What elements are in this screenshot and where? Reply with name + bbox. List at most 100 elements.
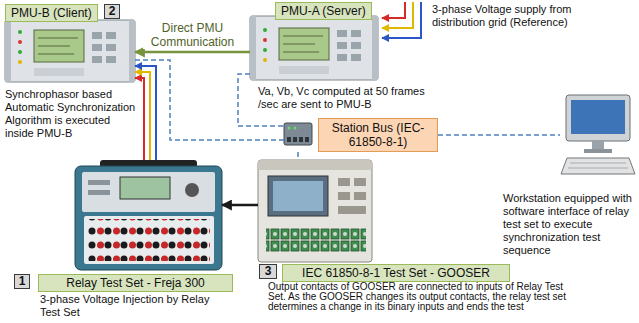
- pmu-b-device: [92, 32, 102, 39]
- communication-arrow: [135, 52, 250, 53]
- supply-wires: [382, 2, 421, 38]
- computer-icon: [584, 149, 612, 153]
- pmu-b-device: [106, 32, 116, 39]
- gooser-device: [258, 160, 372, 170]
- bus-label: Station Bus (IEC-61850-8-1): [318, 118, 438, 152]
- relay-test-set: Relay Test Set - Freja 300: [75, 160, 222, 272]
- binary-signal-cable: [222, 205, 258, 206]
- relay-test-set-device: [88, 190, 110, 195]
- network-switch: [287, 137, 291, 142]
- device-label: PMU-A (Server): [275, 2, 372, 20]
- pmu-b-device: [18, 50, 22, 54]
- relay-test-set-device: [120, 177, 170, 199]
- annotation: 3-phase Voltage supply from distribution…: [432, 3, 582, 29]
- pmu-a-device: [337, 54, 347, 61]
- network-switch: [293, 137, 297, 142]
- pmu-a-device: [250, 16, 378, 80]
- gooser-device: [354, 192, 366, 200]
- relay-test-set-device: [88, 180, 110, 185]
- annotation: Synchrophasor based Automatic Synchroniz…: [5, 88, 138, 140]
- pmu-b-device: [18, 60, 22, 64]
- callout-number: 3: [259, 264, 277, 279]
- device-label: PMU-B (Client): [5, 4, 98, 22]
- pmu-a-device: [283, 44, 315, 45]
- network-switch: [284, 123, 312, 145]
- gooser-device: [266, 228, 366, 252]
- network-switch: [294, 127, 297, 130]
- pmu-a-device: [337, 30, 347, 37]
- voltage-wires: [135, 72, 150, 160]
- pmu-b-device: [106, 44, 116, 51]
- annotation: Va, Vb, Vc computed at 50 frames /sec ar…: [258, 85, 433, 111]
- network-switch: [299, 137, 303, 142]
- binary-signal-cable: [222, 204, 258, 207]
- station-bus-link: [438, 135, 560, 136]
- network-switch: [288, 127, 291, 130]
- callout-number: 2: [104, 4, 120, 19]
- pmu-a-device: [279, 66, 329, 74]
- supply-wires: [382, 2, 421, 38]
- annotation: Output contacts of GOOSER are connected …: [268, 282, 568, 312]
- pmu-b-device: [5, 20, 135, 82]
- pmu-b-device: [38, 38, 78, 39]
- relay-test-set-device: [88, 219, 210, 261]
- pmu-a-device: [351, 42, 361, 49]
- pmu-b-device: [34, 30, 84, 62]
- relay-test-set-device: [82, 172, 215, 212]
- gooser-device: [258, 160, 372, 262]
- pmu-a-device: [283, 36, 323, 37]
- pmu-device: PMU-A (Server): [250, 2, 378, 82]
- gooser-device: [338, 206, 366, 214]
- network-switch: [284, 123, 312, 145]
- pmu-a-device: [263, 28, 267, 32]
- pmu-b-device: [92, 44, 102, 51]
- pmu-a-device: [351, 54, 361, 61]
- pmu-b-device: [34, 68, 84, 76]
- pmu-a-device: [279, 28, 329, 60]
- device-label: IEC 61850-8-1 Test Set - GOOSER: [282, 264, 510, 282]
- computer-icon: [571, 100, 625, 134]
- station-bus-link: [298, 152, 299, 160]
- computer-icon: [566, 95, 630, 141]
- pmu-a-device: [337, 42, 347, 49]
- workstation: Workstation equipped with software inter…: [560, 92, 636, 182]
- pmu-a-device: [372, 16, 378, 80]
- gooser-test-set: IEC 61850-8-1 Test Set - GOOSER: [258, 160, 372, 262]
- pmu-b-device: [38, 46, 70, 47]
- relay-test-set-device: [185, 183, 199, 197]
- gooser-device: [268, 176, 328, 216]
- relay-test-set-device: [84, 216, 214, 264]
- pmu-b-device: [106, 56, 116, 63]
- station-bus-link: [438, 134, 560, 136]
- device-label: Relay Test Set - Freja 300: [38, 274, 233, 292]
- supply-wires: [382, 2, 413, 28]
- computer-icon: [561, 95, 635, 174]
- callout-number: 1: [14, 274, 30, 289]
- pmu-b-device: [5, 20, 11, 82]
- network-switch: [305, 137, 309, 142]
- station-bus: Station Bus (IEC-61850-8-1): [284, 118, 438, 152]
- gooser-device: [354, 178, 366, 186]
- relay-test-set-device: [75, 160, 222, 270]
- pmu-a-device: [250, 16, 256, 80]
- pmu-b-device: [5, 20, 135, 82]
- pmu-a-device: [351, 30, 361, 37]
- annotation: 3-phase Voltage Injection by Relay Test …: [40, 293, 225, 319]
- computer-icon: [592, 141, 604, 149]
- pmu-b-device: [18, 40, 22, 44]
- computer-icon: [568, 168, 628, 169]
- pmu-a-device: [250, 16, 378, 80]
- supply-wires: [382, 2, 405, 18]
- voltage-wires: [135, 78, 144, 160]
- pmu-a-device: [263, 38, 267, 42]
- pmu-b-device: [18, 30, 22, 34]
- gooser-device: [338, 192, 350, 200]
- computer-icon: [561, 158, 635, 174]
- pmu-a-device: [263, 58, 267, 62]
- pmu-b-device: [38, 54, 74, 55]
- description: Workstation equipped with software inter…: [503, 192, 633, 257]
- communication-arrow: [135, 51, 250, 54]
- gooser-device: [258, 160, 372, 262]
